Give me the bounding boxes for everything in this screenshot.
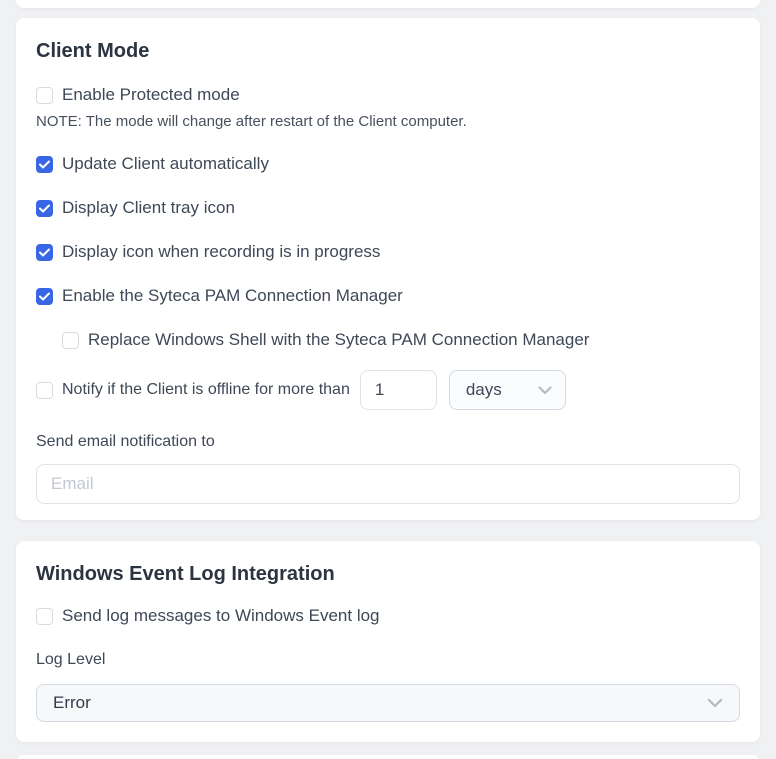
pam-manager-row: Enable the Syteca PAM Connection Manager	[36, 286, 740, 306]
protected-mode-checkbox[interactable]	[36, 86, 53, 104]
client-mode-title: Client Mode	[36, 40, 150, 62]
offline-duration-input[interactable]	[359, 370, 437, 410]
update-client-label: Update Client automatically	[62, 154, 269, 173]
protected-mode-label: Enable Protected mode	[62, 85, 240, 104]
pam-manager-label: Enable the Syteca PAM Connection Manager	[62, 286, 403, 305]
notify-offline-label: Notify if the Client is offline for more…	[62, 381, 350, 398]
client-mode-card: Client Mode Enable Protected mode NOTE: …	[16, 18, 760, 520]
send-log-row: Send log messages to Windows Event log	[36, 606, 740, 626]
update-client-row: Update Client automatically	[36, 154, 740, 174]
tray-icon-checkbox[interactable]	[36, 199, 53, 217]
offline-unit-value: days	[465, 380, 502, 399]
previous-card-bottom-edge	[16, 0, 760, 8]
replace-shell-label: Replace Windows Shell with the Syteca PA…	[88, 330, 590, 349]
checkmark-icon	[39, 204, 50, 212]
checkmark-icon	[39, 160, 50, 168]
log-level-value: Error	[53, 693, 91, 712]
send-log-checkbox[interactable]	[36, 607, 53, 625]
next-card-top-edge	[16, 755, 760, 759]
replace-shell-row: Replace Windows Shell with the Syteca PA…	[62, 330, 740, 350]
notify-offline-row: Notify if the Client is offline for more…	[36, 370, 740, 410]
checkmark-icon	[39, 292, 50, 300]
replace-shell-checkbox[interactable]	[62, 331, 79, 349]
notify-offline-checkbox[interactable]	[36, 381, 53, 399]
recording-icon-row: Display icon when recording is in progre…	[36, 242, 740, 262]
tray-icon-label: Display Client tray icon	[62, 198, 235, 217]
chevron-down-icon	[707, 698, 723, 708]
chevron-down-icon	[538, 385, 552, 395]
protected-mode-row: Enable Protected mode	[36, 85, 740, 105]
checkmark-icon	[39, 248, 50, 256]
recording-icon-checkbox[interactable]	[36, 243, 53, 261]
protected-mode-note: NOTE: The mode will change after restart…	[36, 113, 467, 130]
tray-icon-row: Display Client tray icon	[36, 198, 740, 218]
offline-unit-select[interactable]: days	[448, 370, 566, 410]
pam-manager-checkbox[interactable]	[36, 287, 53, 305]
log-level-label: Log Level	[36, 651, 106, 668]
send-log-label: Send log messages to Windows Event log	[62, 606, 380, 625]
log-level-select[interactable]: Error	[36, 684, 740, 722]
event-log-title: Windows Event Log Integration	[36, 563, 335, 585]
event-log-card: Windows Event Log Integration Send log m…	[16, 541, 760, 742]
update-client-checkbox[interactable]	[36, 155, 53, 173]
email-label: Send email notification to	[36, 433, 215, 450]
recording-icon-label: Display icon when recording is in progre…	[62, 242, 381, 261]
email-input[interactable]	[36, 464, 740, 504]
